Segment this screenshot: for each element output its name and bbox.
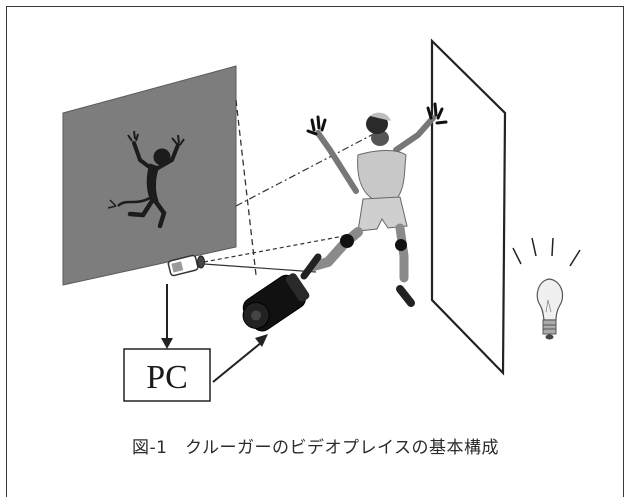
arrowhead xyxy=(255,334,268,347)
video-camera xyxy=(167,254,205,277)
pc-label: PC xyxy=(146,359,188,396)
pc-to-projector-arrow xyxy=(212,341,263,383)
projection-line xyxy=(235,127,386,207)
projection-line xyxy=(235,99,257,276)
backlit-panel xyxy=(430,38,507,376)
figure-caption: 図-1 クルーガーのビデオプレイスの基本構成 xyxy=(132,438,499,458)
participant-figure xyxy=(300,102,448,307)
figure-frame xyxy=(6,6,624,497)
arrowhead xyxy=(161,338,173,349)
camera-sight-line xyxy=(203,235,345,263)
pc-box xyxy=(123,348,211,402)
screen-silhouette xyxy=(107,130,185,229)
light-bulb-icon xyxy=(512,237,581,340)
video-projector xyxy=(242,273,310,332)
camera-sight-line xyxy=(203,263,317,273)
